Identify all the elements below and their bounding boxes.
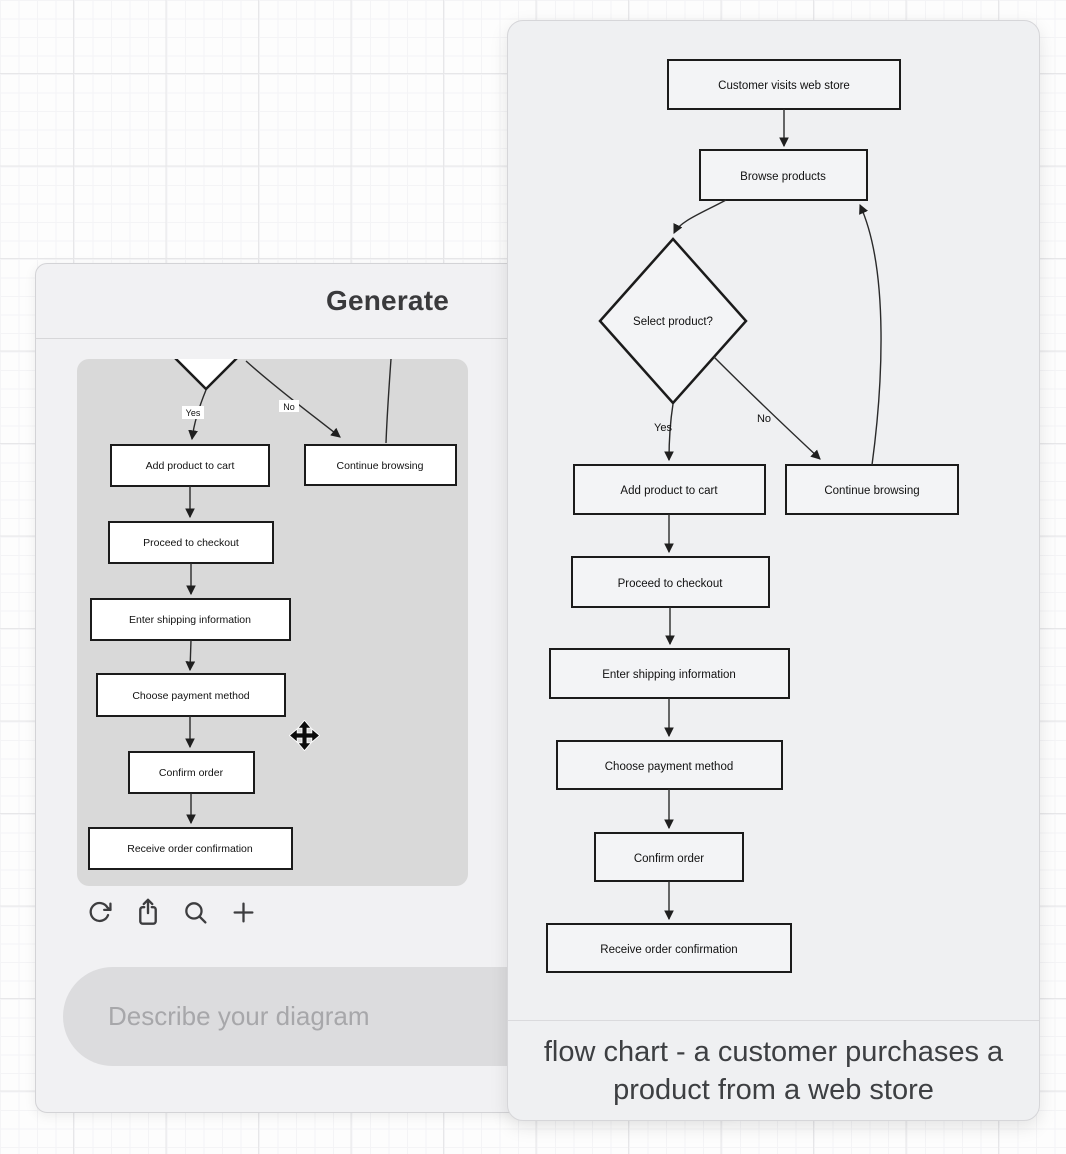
preview-yes-chip	[182, 406, 204, 419]
preview-node-payment	[96, 673, 286, 717]
move-cursor-icon	[289, 720, 320, 751]
preview-flowchart: Yes No Add product to cart Continue brow…	[88, 359, 457, 870]
refresh-button[interactable]	[86, 896, 113, 928]
result-caption: flow chart - a customer purchases a prod…	[543, 1035, 1004, 1106]
preview-node-continue	[304, 444, 457, 486]
node-checkout	[571, 556, 770, 608]
node-add-cart-label: Add product to cart	[620, 485, 718, 497]
node-continue	[785, 464, 959, 515]
preview-node-confirm-label: Confirm order	[159, 767, 224, 779]
node-continue-label: Continue browsing	[824, 485, 919, 497]
node-add-cart	[573, 464, 766, 515]
preview-edge-label-no: No	[283, 402, 295, 412]
preview-node-add-cart-label: Add product to cart	[146, 460, 235, 472]
node-shipping-label: Enter shipping information	[602, 669, 736, 681]
node-decision	[598, 237, 748, 405]
result-caption-area: flow chart - a customer purchases a prod…	[508, 1020, 1039, 1120]
node-start	[667, 59, 901, 110]
node-start-label: Customer visits web store	[718, 80, 850, 92]
preview-node-confirm	[128, 751, 255, 794]
preview-node-checkout-label: Proceed to checkout	[143, 537, 239, 549]
preview-node-continue-label: Continue browsing	[337, 460, 424, 472]
search-icon	[185, 901, 207, 924]
node-browse-label: Browse products	[740, 171, 826, 183]
diagram-preview[interactable]: Yes No Add product to cart Continue brow…	[77, 359, 468, 886]
dialog-title: Generate	[326, 285, 449, 316]
node-checkout-label: Proceed to checkout	[618, 578, 724, 590]
node-receive	[546, 923, 792, 973]
node-payment-label: Choose payment method	[605, 761, 734, 773]
node-receive-label: Receive order confirmation	[600, 944, 737, 956]
generate-dialog-header: Generate	[36, 264, 739, 339]
edge-label-yes: Yes	[654, 422, 672, 434]
refresh-icon	[89, 901, 112, 922]
preview-node-decision	[174, 359, 238, 391]
add-icon	[233, 902, 254, 922]
add-button[interactable]	[230, 896, 257, 928]
preview-node-payment-label: Choose payment method	[132, 690, 249, 702]
share-button[interactable]	[134, 896, 161, 928]
search-button[interactable]	[182, 896, 209, 928]
preview-edge-label-yes: Yes	[186, 408, 201, 418]
node-decision-label: Select product?	[633, 316, 713, 328]
preview-node-shipping-label: Enter shipping information	[129, 614, 251, 626]
preview-toolbar	[86, 896, 257, 928]
preview-no-chip	[279, 400, 299, 412]
node-confirm-label: Confirm order	[634, 853, 704, 865]
result-flowchart: Customer visits web store Browse product…	[546, 59, 959, 973]
diagram-result-card[interactable]: Customer visits web store Browse product…	[507, 20, 1040, 1121]
preview-node-receive	[88, 827, 293, 870]
preview-node-receive-label: Receive order confirmation	[127, 843, 253, 855]
share-icon	[138, 898, 157, 925]
edge-label-no: No	[757, 413, 771, 425]
node-browse	[699, 149, 868, 201]
